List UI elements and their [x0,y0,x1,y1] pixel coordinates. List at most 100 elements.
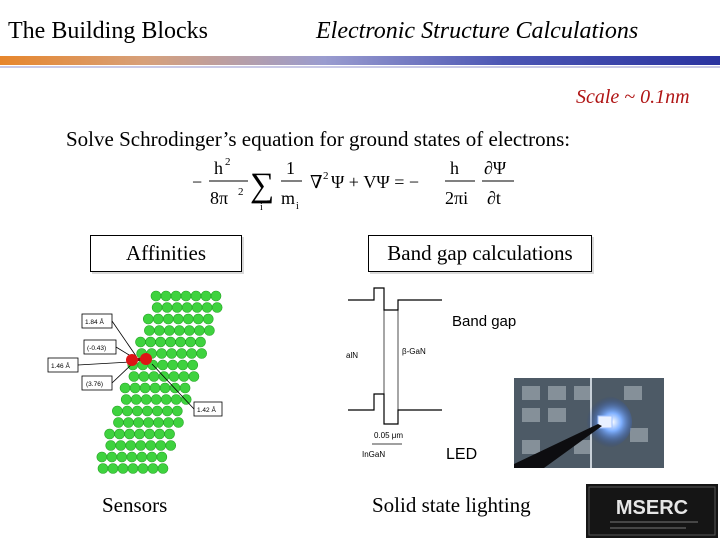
nanotube-atom [107,463,119,474]
nanotube-atom [149,382,161,394]
nanotube-atom [167,359,179,371]
nanotube-atom [142,405,153,417]
nanotube-atom [132,405,143,417]
led-label: LED [446,446,478,463]
nanotube-atom [123,417,134,428]
adsorbed-molecule [126,353,152,366]
nanotube-atom [187,359,199,371]
nanotube-atom [147,463,159,474]
valence-band-line [348,393,442,425]
nanotube-atom [155,336,166,348]
nanotube-atom [115,440,127,451]
nanotube-label-5: 1.42 Å [197,405,216,414]
nanotube-atom [182,313,194,325]
nanotube-atom [163,417,174,428]
nanotube-atom [145,440,157,451]
nanotube-atom [154,428,165,440]
eq-sum: ∑ [250,167,274,204]
nanotube-atom [204,325,215,336]
nanotube-atom [176,348,187,359]
nanotube-atom [150,290,162,302]
nanotube-atom [179,382,191,394]
nanotube-atom [113,417,124,428]
intro-text: Solve Schrodinger’s equation for ground … [66,127,571,151]
bg-label-gan: β-GaN [402,347,426,356]
eq-m: m [281,188,295,208]
nanotube-atom [146,451,158,463]
eq-8pi: 8π [210,188,228,208]
nanotube-atom [145,336,156,348]
nanotube-atom [196,348,207,359]
scale-note: Scale ~ 0.1nm [576,86,690,108]
nanotube-atom [134,428,145,440]
nanotube-atom [160,394,172,405]
nanotube-atom [136,451,148,463]
eq-laplacian-exp: 2 [323,170,329,182]
nanotube-atom [133,417,144,428]
nanotube-atom [135,336,146,348]
solid-state-lighting-caption: Solid state lighting [372,493,531,517]
nanotube-figure: 1.84 Å (-0.43) 1.46 Å (3.76) 1.42 Å [47,290,223,474]
nanotube-atom [195,336,206,348]
nanotube-atom [138,371,150,382]
nanotube-atom [192,313,204,325]
nanotube-label-1: 1.84 Å [85,317,104,326]
eq-laplacian: ∇ [310,172,323,192]
bg-label-bottom: InGaN [362,450,385,459]
schrodinger-equation: − h 2 8π 2 ∑ i 1 m i ∇ 2 Ψ + VΨ = − h 2π… [192,156,514,213]
nanotube-atom [148,371,160,382]
nanotube-atom [119,382,131,394]
nanotube-atom [180,290,192,302]
nanotube-atom [97,463,109,474]
nanotube-atom [166,348,177,359]
title-underline [0,66,720,68]
eq-2pii: 2πi [445,188,468,208]
mserc-logo: MSERC [586,484,718,538]
nanotube-atom [191,302,203,313]
affinities-box: Affinities [90,235,242,272]
eq-h2: h [214,158,223,178]
header-left-title: The Building Blocks [8,18,208,44]
nanotube-atom [170,394,182,405]
nanotube-label-2: (-0.43) [87,345,106,352]
nanotube-atom [129,382,141,394]
nanotube-atom [117,463,129,474]
band-gap-diagram: alN β-GaN 0.05 μm InGaN [346,287,442,459]
conduction-band-line [348,287,442,311]
eq-sum-index: i [260,202,263,213]
nanotube-atom [128,371,140,382]
nanotube-atom [186,348,197,359]
nanotube-label-4: (3.76) [86,381,103,388]
nanotube-atom [125,440,137,451]
nanotube-atom [165,440,177,451]
logo-text: MSERC [616,497,688,519]
nanotube-atom [106,451,118,463]
header-right-title: Electronic Structure Calculations [316,18,639,44]
sensors-caption: Sensors [102,493,168,517]
nanotube-atom [164,325,175,336]
nanotube-atom [142,313,154,325]
nanotube-atom [96,451,108,463]
bg-label-length: 0.05 μm [374,431,403,440]
band-gap-label: Band gap [452,313,517,330]
nanotube-atom [116,451,128,463]
nanotube-atom [172,405,183,417]
eq-8pi-exp: 2 [238,186,244,198]
nanotube-atom [105,440,117,451]
nanotube-atom [150,394,162,405]
nanotube-atom [174,325,185,336]
nanotube-atom [159,382,171,394]
nanotube-atom [126,451,138,463]
nanotube-atom [210,290,222,302]
nanotube-atom [140,394,152,405]
nanotube-atom [144,325,155,336]
nanotube-label-3: 1.46 Å [51,361,70,370]
eq-dpsi: ∂Ψ [484,158,507,178]
nanotube-atoms [96,290,223,474]
nanotube-atom [112,405,123,417]
eq-m-index: i [296,201,299,212]
nanotube-atom [137,463,149,474]
nanotube-atom [168,371,180,382]
nanotube-atom [194,325,205,336]
eq-h2-exp: 2 [225,156,231,168]
